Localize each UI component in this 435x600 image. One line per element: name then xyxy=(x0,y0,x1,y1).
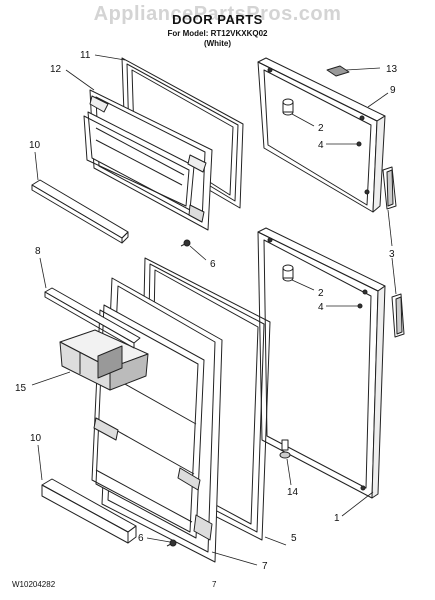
model-number: For Model: RT12VKXKQ02 xyxy=(167,29,268,38)
freezer-screw xyxy=(180,239,191,247)
model-subtitle: For Model: RT12VKXKQ02 (White) xyxy=(0,29,435,49)
model-color: (White) xyxy=(203,39,232,48)
document-code: W10204282 xyxy=(12,580,56,589)
callout-2-upper: 2 xyxy=(318,123,324,134)
page-title: DOOR PARTS xyxy=(172,12,263,27)
callout-4-lower: 4 xyxy=(318,302,324,313)
hinge-bushing-upper xyxy=(282,98,294,116)
callout-9: 9 xyxy=(390,85,396,96)
hinge-bushing-lower xyxy=(282,264,294,282)
freezer-handle xyxy=(382,166,397,210)
page-number: 7 xyxy=(212,580,217,589)
callout-11: 11 xyxy=(80,50,91,61)
freezer-door-liner xyxy=(83,89,213,231)
callout-10-upper: 10 xyxy=(29,140,41,151)
dairy-compartment xyxy=(59,329,149,391)
leader-lines xyxy=(31,54,397,566)
fresh-food-door-rail xyxy=(41,478,137,544)
callout-8: 8 xyxy=(35,246,41,257)
door-stop xyxy=(326,65,350,77)
callout-13: 13 xyxy=(386,64,398,75)
callout-2-lower: 2 xyxy=(318,288,324,299)
callout-3: 3 xyxy=(389,249,395,260)
callout-5: 5 xyxy=(291,533,297,544)
callout-7: 7 xyxy=(262,561,268,572)
freezer-door-rail xyxy=(31,179,129,244)
callout-1: 1 xyxy=(334,513,340,524)
fresh-food-door-panel xyxy=(257,227,386,499)
screw-plug-upper xyxy=(356,141,362,147)
callout-15: 15 xyxy=(15,383,27,394)
fresh-food-handle xyxy=(391,293,405,338)
callout-12: 12 xyxy=(50,64,62,75)
upper-shelf-bar xyxy=(44,287,141,349)
callout-6-upper: 6 xyxy=(210,259,216,270)
door-stop-bracket xyxy=(279,439,291,459)
screw-plug-lower xyxy=(357,303,363,309)
callout-14: 14 xyxy=(287,487,299,498)
callout-10-lower: 10 xyxy=(30,433,42,444)
callout-6-lower: 6 xyxy=(138,533,144,544)
watermark: AppliancePartsPros.com xyxy=(93,3,342,25)
freezer-door-panel xyxy=(257,57,386,213)
callout-4-upper: 4 xyxy=(318,140,324,151)
fresh-food-screw xyxy=(166,539,177,547)
